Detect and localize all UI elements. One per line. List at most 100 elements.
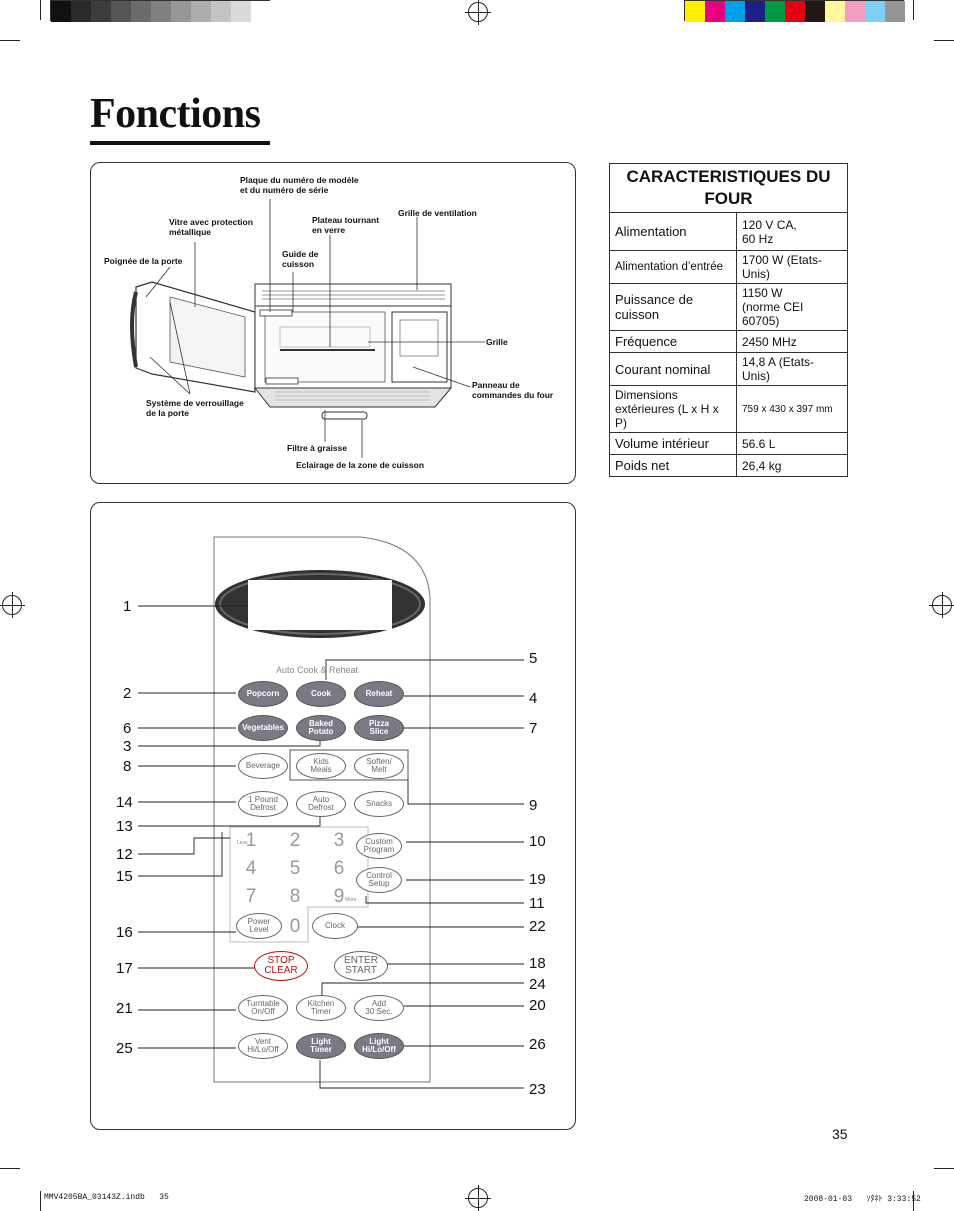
keypad-3[interactable]: 3 xyxy=(333,830,345,851)
callout-number: 26 xyxy=(529,1036,546,1053)
keypad-7[interactable]: 7 xyxy=(245,886,257,907)
color-swatch xyxy=(51,1,71,22)
light-button[interactable]: Light Hi/Lo/Off xyxy=(354,1033,404,1059)
pizza-slice-button[interactable]: Pizza Slice xyxy=(354,715,404,741)
label-door-lock: Système de verrouillage de la porte xyxy=(146,398,244,418)
label-control-panel: Panneau de commandes du four xyxy=(472,380,554,400)
callout-number: 12 xyxy=(116,846,133,863)
callout-number: 10 xyxy=(529,833,546,850)
color-swatch xyxy=(171,1,191,22)
color-swatch xyxy=(191,1,211,22)
keypad-2[interactable]: 2 xyxy=(289,830,301,851)
reheat-button[interactable]: Reheat xyxy=(354,681,404,707)
turntable-button[interactable]: Turntable On/Off xyxy=(238,995,288,1021)
custom-program-button[interactable]: Custom Program xyxy=(356,833,402,859)
specs-header: CARACTERISTIQUES DU FOUR xyxy=(609,163,848,213)
light-timer-button[interactable]: Light Timer xyxy=(296,1033,346,1059)
spec-key: Fréquence xyxy=(609,330,737,353)
spec-key: Dimensions extérieures (L x H x P) xyxy=(609,385,737,433)
spec-value: 1150 W (norme CEI 60705) xyxy=(736,283,848,331)
kitchen-timer-button[interactable]: Kitchen Timer xyxy=(296,995,346,1021)
color-swatch xyxy=(71,1,91,22)
color-swatch xyxy=(91,1,111,22)
keypad-4[interactable]: 4 xyxy=(245,858,257,879)
callout-number: 21 xyxy=(116,1000,133,1017)
auto-defrost-button[interactable]: Auto Defrost xyxy=(296,791,346,817)
keypad-5[interactable]: 5 xyxy=(289,858,301,879)
color-swatch xyxy=(865,1,885,22)
label-grease-filter: Filtre à graisse xyxy=(287,443,348,453)
vent-button[interactable]: Vent Hi/Lo/Off xyxy=(238,1033,288,1059)
crop-mark xyxy=(0,1168,20,1169)
color-swatch xyxy=(151,1,171,22)
stop-clear-button[interactable]: STOP CLEAR xyxy=(254,951,308,981)
keypad-8[interactable]: 8 xyxy=(289,886,301,907)
page-number: 35 xyxy=(832,1126,848,1142)
callout-number: 7 xyxy=(529,720,538,737)
callout-number: 16 xyxy=(116,924,133,941)
soften-melt-button[interactable]: Soften/ Melt xyxy=(354,753,404,779)
callout-number: 15 xyxy=(116,868,133,885)
snacks-button[interactable]: Snacks xyxy=(354,791,404,817)
callout-number: 13 xyxy=(116,818,133,835)
kids-meals-button[interactable]: Kids Meals xyxy=(296,753,346,779)
clock-button[interactable]: Clock xyxy=(312,913,358,939)
callout-number: 22 xyxy=(529,918,546,935)
callout-number: 2 xyxy=(123,685,132,702)
label-cooking-guide: Guide de cuisson xyxy=(282,249,319,269)
cook-button[interactable]: Cook xyxy=(296,681,346,707)
vegetables-button[interactable]: Vegetables xyxy=(238,715,288,741)
label-window: Vitre avec protection métallique xyxy=(169,217,253,237)
less-label: Less xyxy=(237,840,248,846)
color-swatch xyxy=(211,1,231,22)
keypad-6[interactable]: 6 xyxy=(333,858,345,879)
spec-key: Poids net xyxy=(609,454,737,477)
label-model-plate: Plaque du numéro de modèle et du numéro … xyxy=(240,175,359,195)
callout-number: 23 xyxy=(529,1081,546,1098)
pound-defrost-button[interactable]: 1 Pound Defrost xyxy=(238,791,288,817)
auto-cook-label: Auto Cook & Reheat xyxy=(276,665,359,675)
color-swatch xyxy=(231,1,251,22)
keypad-9[interactable]: 9 xyxy=(333,886,345,907)
keypad-1[interactable]: 1 xyxy=(245,830,257,851)
callout-number: 18 xyxy=(529,955,546,972)
label-turntable: Plateau tournant en verre xyxy=(312,215,380,235)
crop-mark xyxy=(913,0,914,20)
spec-value: 14,8 A (Etats-Unis) xyxy=(736,352,848,386)
callout-number: 6 xyxy=(123,720,132,737)
beverage-button[interactable]: Beverage xyxy=(238,753,288,779)
enter-start-button[interactable]: ENTER START xyxy=(334,951,388,981)
callout-number: 19 xyxy=(529,871,546,888)
add-30-sec-button[interactable]: Add 30 Sec. xyxy=(354,995,404,1021)
spec-value: 1700 W (Etats-Unis) xyxy=(736,250,848,284)
spec-value: 759 x 430 x 397 mm xyxy=(736,385,848,433)
callout-number: 25 xyxy=(116,1040,133,1057)
color-swatch xyxy=(785,1,805,22)
title-underline xyxy=(90,141,270,145)
label-door-handle: Poignée de la porte xyxy=(104,256,183,266)
baked-potato-button[interactable]: Baked Potato xyxy=(296,715,346,741)
callout-number: 24 xyxy=(529,976,546,993)
callout-number: 1 xyxy=(123,598,132,615)
color-swatch xyxy=(685,1,705,22)
callout-number: 14 xyxy=(116,794,133,811)
spec-key: Courant nominal xyxy=(609,352,737,386)
callout-number: 17 xyxy=(116,960,133,977)
color-swatch xyxy=(705,1,725,22)
spec-key: Alimentation xyxy=(609,212,737,251)
label-vent-grille: Grille de ventilation xyxy=(398,208,477,218)
registration-mark-icon xyxy=(465,1185,491,1211)
control-setup-button[interactable]: Control Setup xyxy=(356,867,402,893)
crop-mark xyxy=(40,1191,41,1211)
callout-number: 3 xyxy=(123,738,132,755)
popcorn-button[interactable]: Popcorn xyxy=(238,681,288,707)
power-level-button[interactable]: Power Level xyxy=(236,913,282,939)
keypad-0[interactable]: 0 xyxy=(289,916,301,937)
color-swatch xyxy=(825,1,845,22)
registration-mark-icon xyxy=(929,592,954,618)
crop-mark xyxy=(913,1191,914,1211)
spec-key: Alimentation d’entrée xyxy=(609,250,737,284)
spec-key: Puissance de cuisson xyxy=(609,283,737,331)
registration-mark-icon xyxy=(0,592,25,618)
spec-value: 56.6 L xyxy=(736,432,848,455)
